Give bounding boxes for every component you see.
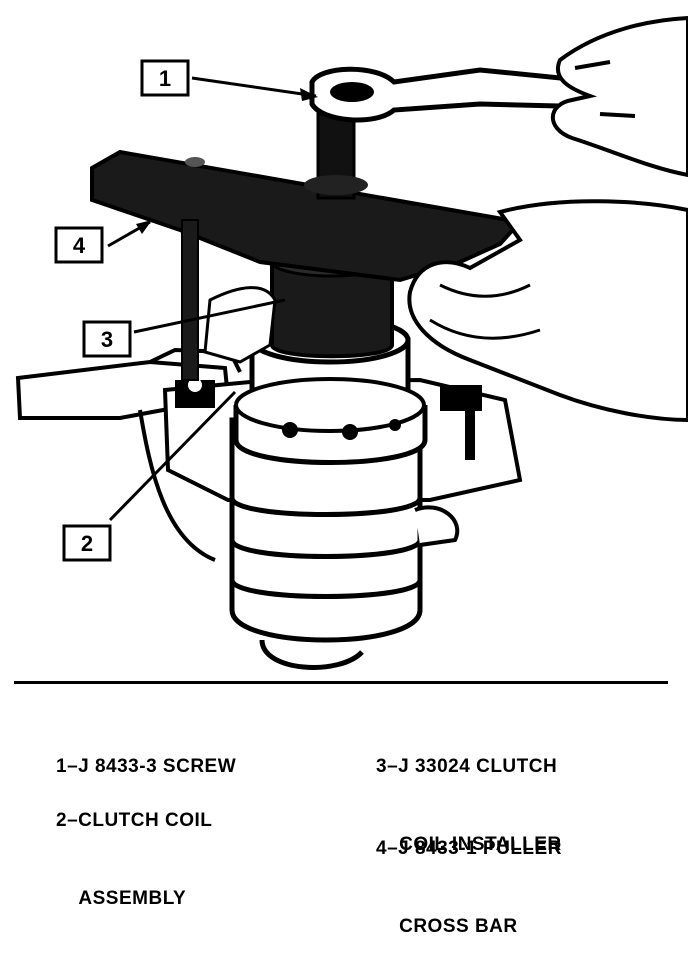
callout-2: 2 [62,524,112,562]
callout-1: 1 [140,59,190,97]
legend-item-3: 3–J 33024 CLUTCH COIL INSTALLER [376,702,562,884]
legend-item-2-line1: 2–CLUTCH COIL [56,810,213,831]
legend-item-4-line2: CROSS BAR [376,916,518,937]
legend-item-1-line1: 1–J 8433-3 SCREW [56,756,237,777]
callout-3-label: 3 [101,327,113,352]
leader-arrowheads [136,88,318,234]
legend-item-1: 1–J 8433-3 SCREW [56,702,236,806]
legend-item-4-line1: 4–J 8433-1 PULLER [376,838,562,859]
callout-3: 3 [82,320,132,358]
legend-item-3-line1: 3–J 33024 CLUTCH [376,756,558,777]
legend-divider [14,681,668,684]
legend-item-2-line2: ASSEMBLY [56,888,187,909]
callout-4: 4 [54,226,104,264]
callout-2-label: 2 [81,531,93,556]
hand-lower-right [407,199,688,423]
callout-4-label: 4 [73,233,86,258]
legend-item-2: 2–CLUTCH COIL ASSEMBLY [56,756,212,938]
hand-upper-right [550,15,688,178]
clutch-coil-installation-illustration: 1 4 3 2 [15,15,688,670]
compressor-body [229,417,460,670]
callout-1-label: 1 [159,66,171,91]
leader-lines [107,76,317,522]
legend-item-4: 4–J 8433-1 PULLER CROSS BAR [376,784,562,966]
legend-item-3-line2: COIL INSTALLER [376,834,562,855]
